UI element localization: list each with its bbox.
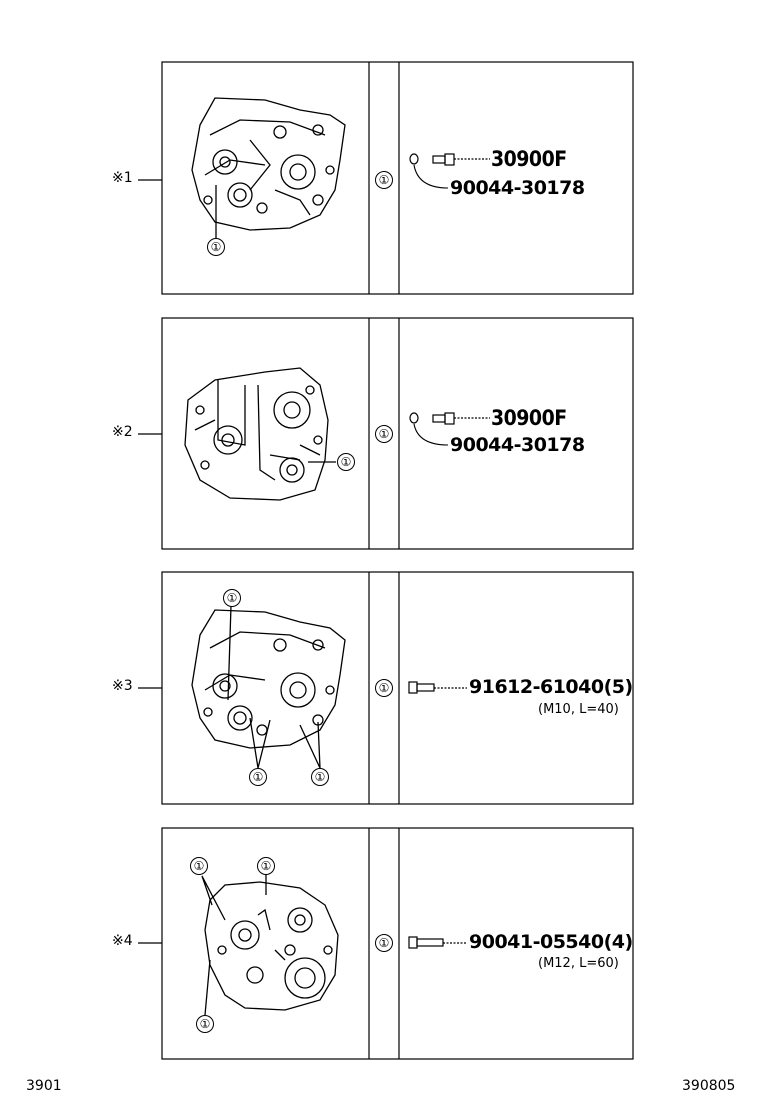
gasket-icon bbox=[409, 412, 419, 424]
footer-right-code: 390805 bbox=[682, 1078, 736, 1094]
callout-4c: ① bbox=[196, 1015, 214, 1033]
part-number-30900f: 30900F bbox=[491, 147, 567, 171]
ref-number-3: ① bbox=[375, 679, 393, 697]
transmission-drawing-2 bbox=[184, 367, 336, 501]
section-4-marker: ※4 bbox=[112, 933, 133, 949]
bolt-icon bbox=[408, 681, 467, 694]
gasket-icon bbox=[409, 153, 419, 165]
callout-3c: ① bbox=[311, 768, 329, 786]
section-3-marker: ※3 bbox=[112, 678, 133, 694]
callout-2: ① bbox=[337, 453, 355, 471]
ref-number-1: ① bbox=[375, 171, 393, 189]
callout-3a: ① bbox=[223, 589, 241, 607]
part-number-gasket: 90044-30178 bbox=[450, 177, 585, 199]
part-number-bolt-m10: 91612-61040(5) bbox=[469, 676, 633, 698]
callout-1: ① bbox=[207, 238, 225, 256]
section-1-frame bbox=[138, 61, 634, 295]
section-4-frame bbox=[138, 827, 634, 1060]
bolt-spec-m12: (M12, L=60) bbox=[538, 956, 619, 971]
drain-plug-icon bbox=[432, 153, 490, 166]
callout-4b: ① bbox=[257, 857, 275, 875]
bolt-spec-m10: (M10, L=40) bbox=[538, 702, 619, 717]
drain-plug-icon bbox=[432, 412, 490, 425]
section-2-marker: ※2 bbox=[112, 424, 133, 440]
callout-4a: ① bbox=[190, 857, 208, 875]
part-number-gasket: 90044-30178 bbox=[450, 434, 585, 456]
section-2-frame bbox=[138, 317, 634, 550]
transmission-drawing-4 bbox=[201, 873, 339, 1016]
section-1-marker: ※1 bbox=[112, 170, 133, 186]
footer-left-code: 3901 bbox=[26, 1078, 62, 1094]
transmission-drawing-1 bbox=[191, 97, 346, 238]
bolt-icon bbox=[408, 936, 467, 949]
section-3-frame bbox=[138, 571, 634, 805]
ref-number-4: ① bbox=[375, 934, 393, 952]
transmission-drawing-3 bbox=[191, 605, 346, 769]
ref-number-2: ① bbox=[375, 425, 393, 443]
part-number-bolt-m12: 90041-05540(4) bbox=[469, 931, 633, 953]
part-number-30900f: 30900F bbox=[491, 406, 567, 430]
callout-3b: ① bbox=[249, 768, 267, 786]
